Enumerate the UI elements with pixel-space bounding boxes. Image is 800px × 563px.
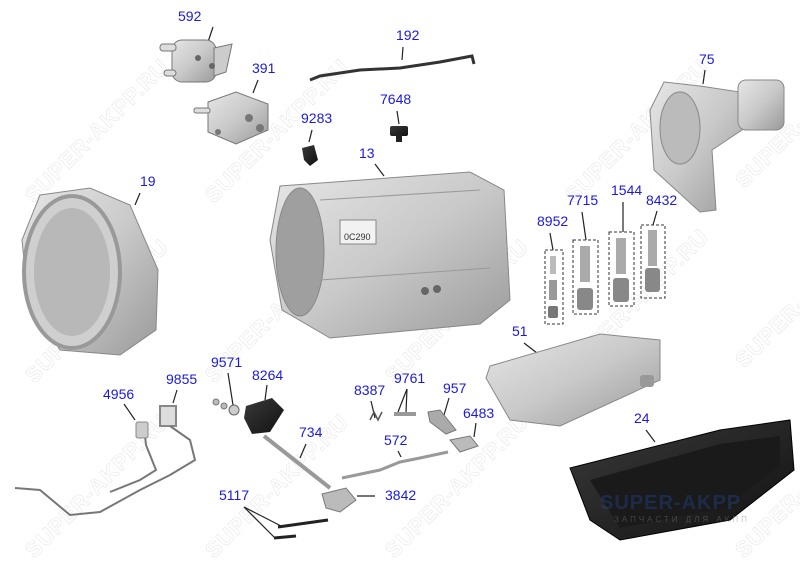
part-734-shaft xyxy=(262,434,332,490)
callout-8432[interactable]: 8432 xyxy=(646,192,678,208)
callout-13[interactable]: 13 xyxy=(359,145,375,161)
part-51-valve-body xyxy=(485,333,661,427)
part-572-rod xyxy=(341,450,449,480)
callout-4956[interactable]: 4956 xyxy=(103,386,135,402)
callout-8264[interactable]: 8264 xyxy=(252,367,284,383)
part-9855-sensor-harness xyxy=(14,405,197,517)
callout-192[interactable]: 192 xyxy=(396,27,420,43)
part-19-bell-housing xyxy=(21,187,159,356)
part-7648-sensor xyxy=(390,126,408,142)
callout-3842[interactable]: 3842 xyxy=(385,487,417,503)
part-7715-valve-spring-set xyxy=(572,239,599,315)
callout-5117[interactable]: 5117 xyxy=(219,487,250,503)
part-8952-valve-spring-set xyxy=(544,249,564,325)
part-8432-valve-spring-set xyxy=(640,224,666,299)
part-391-valve-housing xyxy=(193,91,269,145)
callout-9283[interactable]: 9283 xyxy=(301,110,333,126)
callout-7648[interactable]: 7648 xyxy=(380,91,412,107)
callout-24[interactable]: 24 xyxy=(634,410,650,426)
callout-51[interactable]: 51 xyxy=(512,323,528,339)
callout-9855[interactable]: 9855 xyxy=(166,371,198,387)
part-8264-range-switch xyxy=(244,398,284,434)
part-8387-spring xyxy=(369,410,383,422)
callout-8387[interactable]: 8387 xyxy=(354,382,386,398)
part-3842-lever xyxy=(321,487,357,513)
part-13-transmission-case: 0C290 xyxy=(269,171,511,339)
callout-957[interactable]: 957 xyxy=(443,380,467,396)
callout-8952[interactable]: 8952 xyxy=(537,213,569,229)
callout-19[interactable]: 19 xyxy=(140,173,156,189)
part-9571-nuts xyxy=(212,398,240,416)
part-9283-sensor xyxy=(302,145,318,166)
callout-9571[interactable]: 9571 xyxy=(211,354,243,370)
part-9761-pin xyxy=(394,412,416,416)
callout-1544[interactable]: 1544 xyxy=(611,182,643,198)
part-4956-sensor xyxy=(135,421,149,439)
svg-text:0C290: 0C290 xyxy=(344,232,371,242)
part-957-pawl xyxy=(427,409,457,435)
part-592-oil-cooler xyxy=(159,39,233,83)
part-24-oil-pan xyxy=(569,419,795,541)
callout-734[interactable]: 734 xyxy=(299,424,323,440)
part-6483-bracket xyxy=(449,435,479,453)
callout-592[interactable]: 592 xyxy=(178,8,202,24)
callout-572[interactable]: 572 xyxy=(384,432,408,448)
callout-75[interactable]: 75 xyxy=(699,51,715,67)
callout-6483[interactable]: 6483 xyxy=(463,405,495,421)
callout-7715[interactable]: 7715 xyxy=(567,192,599,208)
part-75-extension-housing xyxy=(649,79,785,213)
part-1544-valve-spring-set xyxy=(608,231,635,307)
leader-lines xyxy=(123,26,706,539)
part-192-pipe xyxy=(309,54,476,82)
callout-391[interactable]: 391 xyxy=(252,60,276,76)
part-5117-clips xyxy=(273,518,329,540)
callout-9761[interactable]: 9761 xyxy=(394,370,426,386)
